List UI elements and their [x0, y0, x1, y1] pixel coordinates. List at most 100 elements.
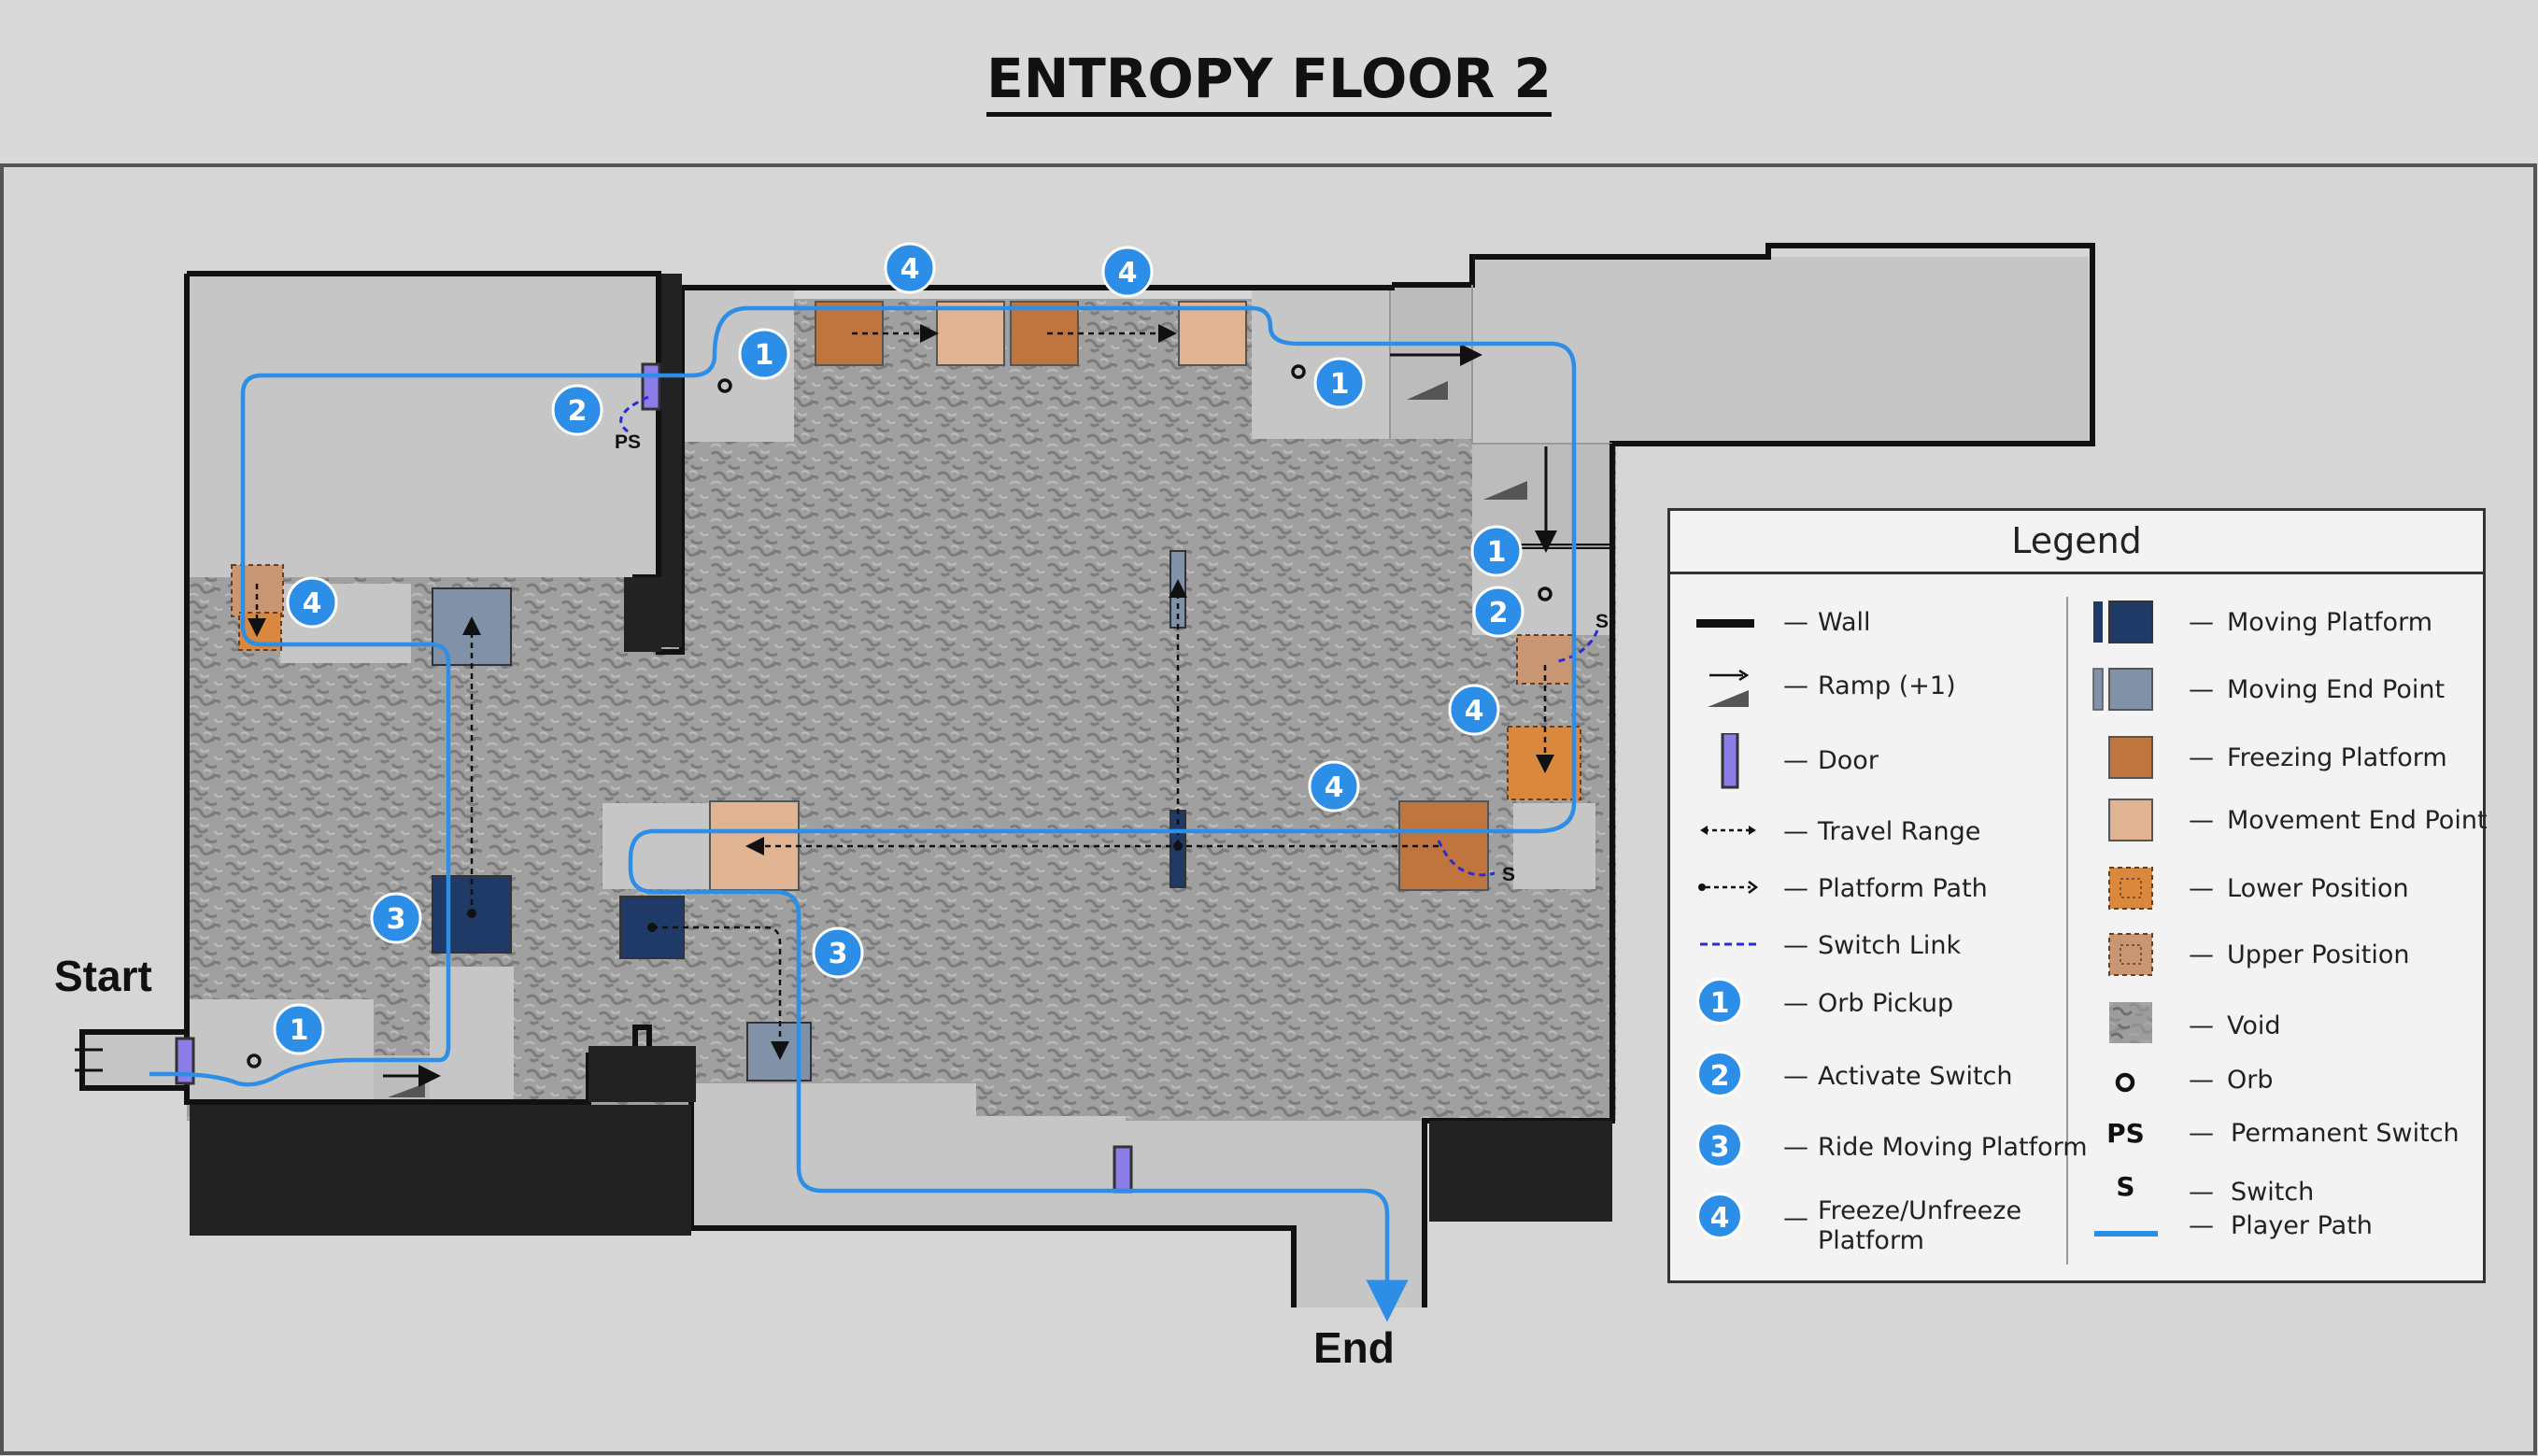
badge-ride-moving-platform: 3 — [812, 926, 864, 979]
svg-text:2: 2 — [1489, 597, 1509, 629]
platform-path-origins — [467, 841, 1183, 932]
s-icon: S — [2116, 1171, 2135, 1202]
svg-text:4: 4 — [303, 587, 322, 620]
svg-text:1: 1 — [1330, 368, 1350, 401]
door-icon — [1721, 733, 1739, 789]
wall-north — [682, 285, 1395, 290]
badge-freeze-platform: 4 — [884, 242, 936, 294]
void-icon — [2109, 1002, 2152, 1043]
orb-icon — [717, 378, 732, 393]
legend-title: Legend — [1670, 511, 2483, 574]
badge-orb-pickup: 1 — [273, 1003, 325, 1055]
wall-icon — [1696, 619, 1754, 628]
freezing-platform — [815, 301, 884, 366]
badge-freeze-platform: 4 — [286, 576, 338, 629]
floor-mid-left-ledge — [603, 803, 715, 889]
wall-mass-south-notch — [588, 1046, 696, 1102]
floor-ramp-a — [1390, 285, 1472, 439]
orbs — [247, 364, 1553, 1068]
switch-labels: PS S S — [615, 431, 1609, 885]
svg-text:2: 2 — [568, 395, 588, 428]
badge-4: 4 — [1696, 1193, 1749, 1239]
svg-text:4: 4 — [1465, 695, 1484, 728]
orb-icon — [247, 1053, 262, 1068]
switch-link-icon — [1700, 942, 1756, 946]
upper-position-icon — [2108, 933, 2153, 976]
orb-icon — [2115, 1072, 2135, 1093]
wall-mass-notch — [624, 577, 661, 652]
player-path-icon — [2094, 1231, 2158, 1237]
moving-platform-icon — [2093, 601, 2153, 643]
movement-end-point-icon — [2108, 799, 2153, 841]
svg-text:1: 1 — [1487, 536, 1507, 569]
ramp-icon — [1483, 481, 1527, 500]
floor-start-corridor — [430, 967, 514, 1102]
moving-end-point-icon — [2092, 668, 2153, 711]
svg-text:4: 4 — [1118, 257, 1138, 290]
step-badges: 1 1 1 1 2 2 3 3 4 4 4 4 4 — [273, 242, 1524, 1055]
end-label: End — [1313, 1323, 1395, 1372]
orb-icon — [1538, 587, 1553, 601]
switch-links — [619, 395, 1599, 877]
start-marker — [75, 1048, 103, 1072]
ps-icon: PS — [2106, 1118, 2145, 1149]
badge-3: 3 — [1696, 1122, 1749, 1168]
floor-upper-right — [1472, 257, 2089, 444]
wall-end-left — [976, 1225, 1297, 1308]
start-label: Start — [54, 952, 152, 1000]
switch-link — [1557, 629, 1599, 663]
player-path — [149, 305, 1577, 1322]
lower-position-icon — [2108, 867, 2153, 910]
badge-orb-pickup: 1 — [738, 328, 790, 380]
movement-end-point — [936, 301, 1005, 366]
floor-end-mid — [976, 1116, 1126, 1228]
ramps — [383, 344, 1557, 1097]
badge-activate-switch: 2 — [1472, 586, 1524, 638]
wall-start-exit — [79, 1029, 187, 1091]
svg-text:4: 4 — [1325, 771, 1344, 804]
ramp-icon — [1708, 669, 1750, 707]
legend: Legend —Wall —Ramp (+1) —Door —Travel Ra… — [1667, 508, 2488, 1283]
svg-text:3: 3 — [387, 903, 406, 936]
badge-2: 2 — [1696, 1051, 1749, 1097]
floor-end-exit — [1294, 1167, 1425, 1308]
permanent-switch-label: PS — [615, 431, 641, 453]
floor-top-right-ledge — [1252, 285, 1392, 439]
movement-end-point — [1178, 301, 1247, 366]
movement-end-point — [709, 800, 800, 891]
page-title-text: ENTROPY FLOOR 2 — [986, 47, 1552, 117]
badge-activate-switch: 2 — [551, 384, 603, 436]
switch-link — [1437, 840, 1496, 877]
freezing-platform-icon — [2108, 736, 2153, 779]
wall-mass-southwest — [190, 1105, 691, 1236]
floor-end-left — [691, 1083, 976, 1228]
page-title: ENTROPY FLOOR 2 — [0, 47, 2538, 117]
badge-ride-moving-platform: 3 — [370, 892, 422, 944]
freezing-platform — [1010, 301, 1079, 366]
wall-mass-southeast — [1429, 1121, 1612, 1222]
badge-orb-pickup: 1 — [1470, 525, 1523, 577]
door-icon — [1113, 1145, 1133, 1194]
switch-label: S — [1502, 864, 1515, 885]
floor-start-exit — [82, 1032, 187, 1088]
svg-text:1: 1 — [290, 1014, 309, 1047]
platform-path — [652, 926, 789, 1060]
ramp-icon — [388, 1083, 425, 1097]
switch-label: S — [1595, 611, 1609, 632]
header: ENTROPY FLOOR 2 — [0, 0, 2538, 164]
door-icon — [175, 1037, 195, 1085]
ramp-icon — [1407, 381, 1448, 400]
badge-1: 1 — [1696, 978, 1749, 1025]
svg-text:4: 4 — [900, 253, 920, 286]
orb-icon — [1291, 364, 1306, 379]
platform-paths — [248, 324, 1554, 1060]
badge-freeze-platform: 4 — [1308, 760, 1360, 813]
door-icon — [641, 362, 661, 411]
travel-range-icon — [1700, 826, 1756, 835]
badge-freeze-platform: 4 — [1448, 684, 1500, 736]
svg-text:1: 1 — [755, 339, 774, 372]
platform-path-icon — [1698, 881, 1759, 894]
badge-orb-pickup: 1 — [1313, 357, 1366, 409]
switch-link — [619, 395, 649, 433]
